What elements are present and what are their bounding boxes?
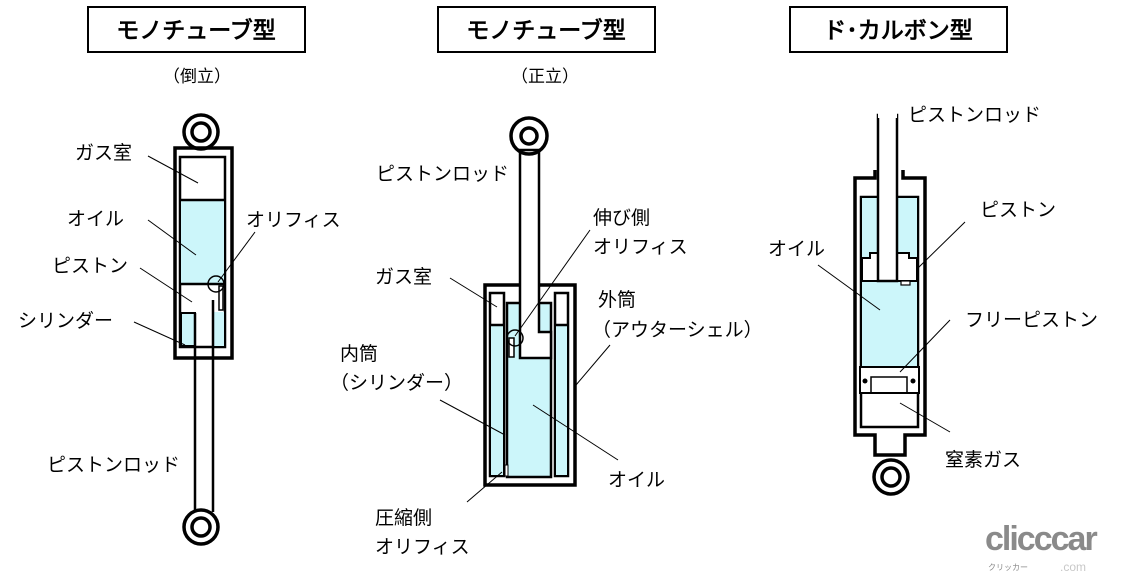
- label-nitrogen: 窒素ガス: [945, 449, 1021, 471]
- oil-region: [491, 325, 503, 475]
- leader-line: [817, 264, 881, 311]
- outer-body: [173, 146, 234, 360]
- title: モノチューブ型: [116, 17, 276, 44]
- label-piston: ピストン: [52, 255, 128, 277]
- bottom-eye-icon: [182, 508, 220, 546]
- leader-line: [449, 277, 498, 308]
- diagram-monotube-upright: モノチューブ型 （正立） ピストンロッド 伸び側 オリフィス ガス室 外筒 （ア…: [330, 6, 763, 558]
- leader-line: [133, 321, 186, 346]
- label-inner-1: 内筒: [340, 343, 378, 365]
- label-free-piston: フリーピストン: [965, 309, 1098, 331]
- label-rod: ピストンロッド: [908, 104, 1041, 126]
- orifice-marker: [207, 275, 225, 293]
- oil-region: [181, 200, 224, 284]
- title-box: [437, 6, 656, 53]
- logo-domain: .com: [1060, 560, 1086, 574]
- piston-rod: [876, 113, 899, 283]
- oil-pocket-right: [213, 312, 224, 346]
- label-compression-1: 圧縮側: [375, 507, 432, 529]
- diagram-monotube-inverted: モノチューブ型 （倒立） ガス室 オイル ピストン シリンダー オリフィス ピス…: [18, 6, 341, 546]
- diagram-de-carbon: ド･カルボン型 ピストンロッド ピストン オイル フリーピストン 窒素ガス: [768, 6, 1098, 496]
- eye-hole: [880, 466, 902, 488]
- bottom-eye-icon: [872, 458, 910, 496]
- leader-line: [899, 319, 951, 373]
- outer-body: [853, 170, 927, 457]
- piston-right: [896, 252, 918, 282]
- label-inner-2: （シリンダー）: [330, 372, 463, 394]
- eye-hole: [190, 516, 212, 538]
- orifice-channel: [218, 285, 224, 311]
- label-piston: ピストン: [980, 199, 1056, 221]
- label-oil: オイル: [608, 469, 665, 491]
- leader-line: [139, 267, 193, 303]
- eye-hole: [519, 126, 539, 146]
- seal-ring-icon: [910, 378, 916, 384]
- piston-valve: [900, 280, 911, 286]
- label-gas: ガス室: [375, 266, 432, 288]
- label-compression-2: オリフィス: [375, 536, 470, 558]
- free-piston: [859, 366, 920, 394]
- leader-line: [899, 402, 951, 433]
- label-rod: ピストンロッド: [376, 163, 509, 185]
- top-eye-icon: [509, 116, 549, 156]
- piston-left: [861, 252, 879, 282]
- leader-line: [217, 231, 256, 283]
- clicccar-logo: clicccar クリッカー .com: [985, 520, 1099, 574]
- label-outer-1: 外筒: [598, 289, 636, 311]
- free-piston-recess: [870, 376, 908, 393]
- title-box: [789, 6, 1008, 53]
- leader-line: [439, 399, 506, 436]
- label-extension-2: オリフィス: [593, 236, 688, 258]
- leader-line: [466, 471, 503, 503]
- logo-text: clicccar: [985, 520, 1097, 558]
- title: モノチューブ型: [466, 17, 626, 44]
- leader-line: [147, 219, 197, 256]
- label-orifice: オリフィス: [246, 209, 341, 231]
- top-eye-icon: [182, 113, 220, 151]
- extension-orifice-channel: [508, 337, 515, 358]
- leader-line: [575, 344, 611, 386]
- subtitle: （倒立）: [163, 67, 231, 87]
- oil-region: [556, 325, 567, 475]
- leader-line: [917, 221, 966, 269]
- subtitle: （正立）: [511, 67, 579, 87]
- label-extension-1: 伸び側: [593, 207, 650, 229]
- title: ド･カルボン型: [823, 18, 973, 44]
- label-oil: オイル: [67, 208, 124, 230]
- title-box: [87, 6, 306, 53]
- eye-hole: [190, 121, 212, 143]
- orifice-marker: [506, 329, 524, 347]
- label-cylinder: シリンダー: [18, 310, 113, 332]
- logo-subtext: クリッカー: [988, 563, 1028, 572]
- label-outer-2: （アウターシェル）: [592, 319, 763, 341]
- label-gas: ガス室: [75, 142, 132, 164]
- seal-ring-icon: [862, 378, 868, 384]
- compression-orifice: [504, 464, 509, 477]
- leader-line: [532, 404, 619, 461]
- label-oil: オイル: [768, 238, 825, 260]
- label-rod: ピストンロッド: [47, 454, 180, 476]
- leader-line: [514, 229, 591, 337]
- leader-line: [147, 155, 199, 184]
- rod-cut-top: [878, 112, 897, 118]
- oil-pocket-left: [180, 312, 196, 347]
